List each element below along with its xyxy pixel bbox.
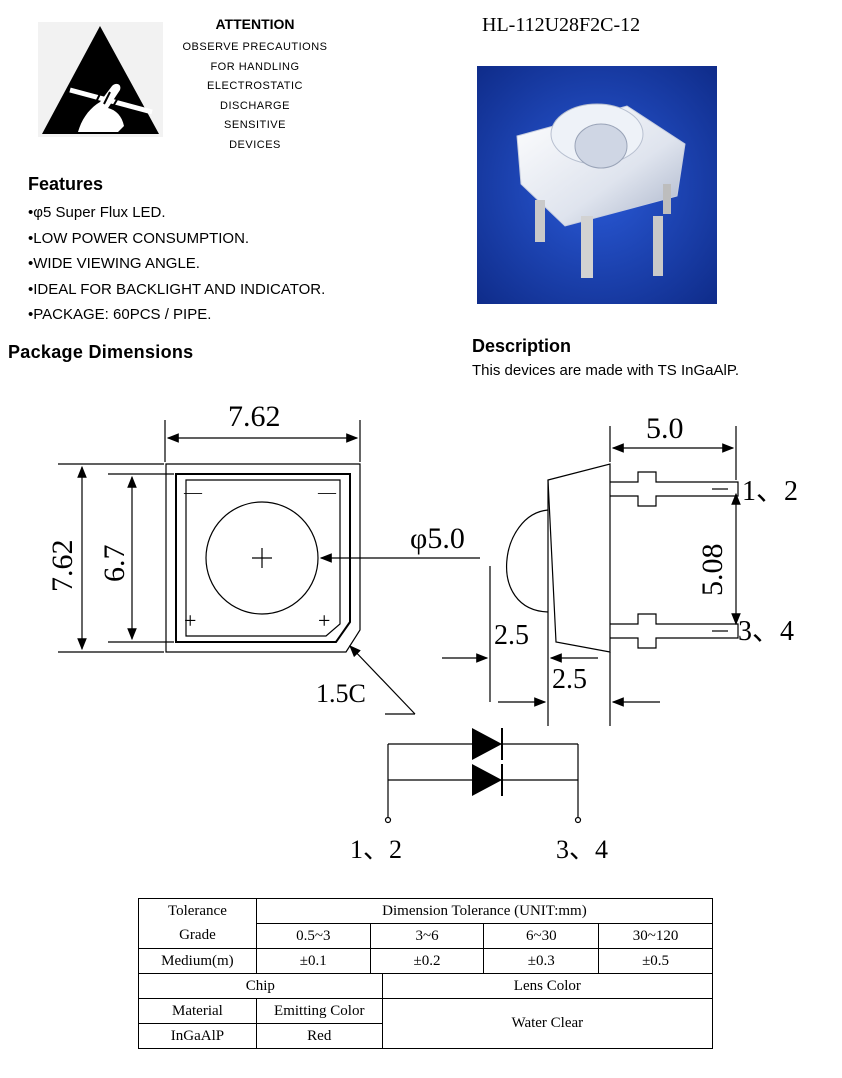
table-cell: Dimension Tolerance (UNIT:mm) xyxy=(255,898,714,924)
tolerance-table: Tolerance Dimension Tolerance (UNIT:mm) … xyxy=(138,898,714,1049)
table-cell: Tolerance xyxy=(138,898,257,924)
package-dimensions-title: Package Dimensions xyxy=(8,342,194,362)
dim-pin-pitch: 5.08 xyxy=(696,544,729,597)
features-list: •φ5 Super Flux LED. •LOW POWER CONSUMPTI… xyxy=(28,200,325,328)
dim-left-outer: 7.62 xyxy=(46,540,79,593)
table-cell: Chip xyxy=(138,973,383,999)
dim-side-width: 5.0 xyxy=(646,412,684,445)
features-title: Features xyxy=(28,174,104,194)
esd-warning-icon xyxy=(38,22,163,137)
table-cell: Material xyxy=(138,998,257,1024)
package-drawing: 7.62 7.62 6.7 φ5.0 1.5C 5.0 5.08 2.5 2.5… xyxy=(46,400,798,864)
dim-lens: 2.5 xyxy=(494,620,529,651)
dim-top-width: 7.62 xyxy=(228,400,281,433)
table-cell: ±0.3 xyxy=(483,948,600,974)
pin-label-bottom: 3、4 xyxy=(738,616,794,647)
table-cell: Water Clear xyxy=(381,998,714,1049)
table-cell: InGaAlP xyxy=(138,1023,257,1049)
minus-sign: — xyxy=(317,482,337,502)
list-item: •IDEAL FOR BACKLIGHT AND INDICATOR. xyxy=(28,280,326,298)
pin-label-top: 1、2 xyxy=(742,476,798,507)
list-item: •φ5 Super Flux LED. xyxy=(28,204,166,221)
dim-chamfer: 1.5C xyxy=(316,679,366,708)
list-item: •PACKAGE: 60PCS / PIPE. xyxy=(28,306,212,323)
description-text: This devices are made with TS InGaAlP. xyxy=(472,362,740,379)
dim-left-inner: 6.7 xyxy=(98,545,131,583)
table-cell: 6~30 xyxy=(483,923,600,949)
table-cell: ±0.1 xyxy=(255,948,371,974)
table-cell: ±0.5 xyxy=(598,948,713,974)
product-photo xyxy=(477,66,717,304)
table-cell: 30~120 xyxy=(598,923,713,949)
attention-text: OBSERVE PRECAUTIONS FOR HANDLING ELECTRO… xyxy=(182,41,328,151)
table-cell: 0.5~3 xyxy=(255,923,371,949)
description-title: Description xyxy=(472,336,572,356)
table-cell: Grade xyxy=(138,923,257,949)
table-cell: ±0.2 xyxy=(369,948,485,974)
minus-sign: — xyxy=(183,482,203,502)
table-cell: 3~6 xyxy=(369,923,485,949)
dim-body: 2.5 xyxy=(552,664,587,695)
list-item: •LOW POWER CONSUMPTION. xyxy=(28,229,250,247)
attention-title: ATTENTION xyxy=(215,16,295,32)
list-item: •WIDE VIEWING ANGLE. xyxy=(28,255,200,272)
dim-lens-diameter: φ5.0 xyxy=(410,522,465,555)
plus-sign: + xyxy=(184,608,196,633)
table-cell: Lens Color xyxy=(381,973,714,999)
table-cell: Red xyxy=(255,1023,383,1049)
part-number: HL-112U28F2C-12 xyxy=(482,14,641,36)
schematic-label-right: 3、4 xyxy=(556,835,608,864)
table-cell: Medium(m) xyxy=(138,948,257,974)
table-cell: Emitting Color xyxy=(255,998,383,1024)
schematic-label-left: 1、2 xyxy=(350,835,402,864)
plus-sign: + xyxy=(318,608,330,633)
